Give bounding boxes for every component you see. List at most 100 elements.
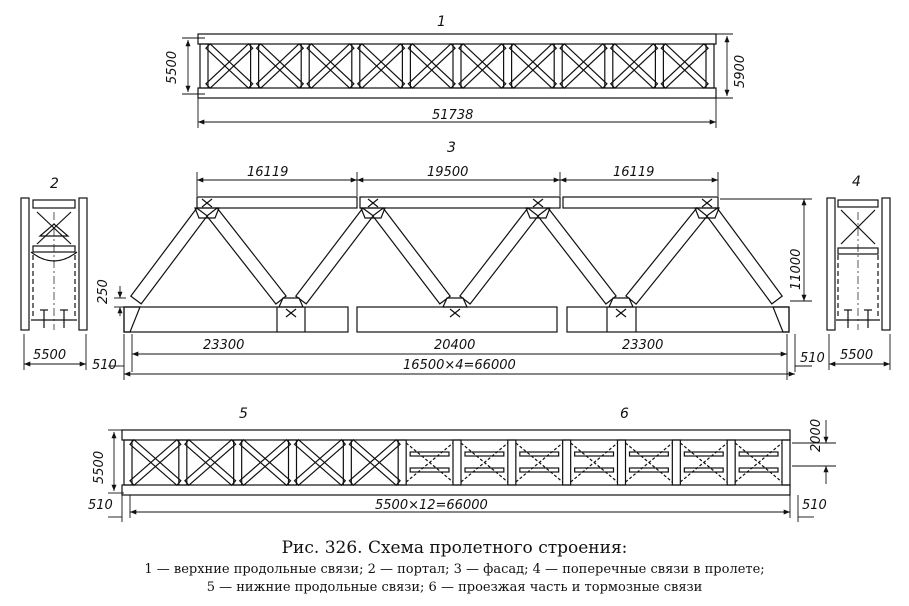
dim-facade-top-right: 16119 (613, 165, 654, 180)
dim-portal-width: 5500 (33, 348, 66, 363)
bottom-diagonal (184, 438, 237, 487)
facade-lower-gusset (278, 297, 304, 308)
bottom-diagonal (184, 438, 237, 487)
dim-bottom-end-right: 510 (802, 498, 827, 513)
top-strut (250, 43, 260, 89)
dim-top-height-right: 5900 (733, 55, 748, 88)
top-diagonal (407, 42, 456, 90)
top-chord-lower (197, 87, 717, 99)
facade-upper-chord (196, 196, 358, 209)
bottom-longitudinal-bracing (121, 429, 791, 496)
bottom-strut (233, 439, 243, 486)
gusset-mark (367, 198, 379, 208)
deck-stringer (464, 467, 505, 473)
top-strut (654, 43, 665, 89)
top-diagonal (508, 42, 558, 90)
bottom-strut (726, 439, 736, 486)
bottom-strut (452, 439, 462, 486)
top-diagonal (660, 42, 709, 90)
cross-top-beam (837, 199, 879, 208)
portal-dimensions (23, 334, 87, 370)
dim-facade-bottom-mid: 20400 (434, 338, 475, 353)
bottom-diagonal (238, 438, 292, 487)
figure-caption-title: Рис. 326. Схема пролетного строения: (281, 538, 628, 558)
bottom-lateral-brace (679, 442, 728, 483)
label-4: 4 (852, 174, 861, 190)
bottom-lateral-brace (515, 442, 564, 483)
bottom-diagonal (348, 438, 401, 487)
cross-dimensions (828, 334, 891, 370)
deck-stringer (464, 451, 505, 457)
gusset-mark (285, 308, 297, 318)
bottom-strut (287, 439, 298, 486)
facade-dimensions (108, 172, 812, 380)
bottom-lateral-brace (570, 442, 618, 483)
dim-facade-end-left: 510 (92, 358, 117, 373)
top-diagonal (609, 42, 659, 90)
top-strut (503, 43, 513, 89)
facade-lower-gusset (442, 297, 468, 308)
top-diagonal (306, 42, 355, 90)
top-diagonal (458, 42, 507, 90)
top-diagonal (559, 42, 608, 90)
facade-diagonal (129, 207, 209, 305)
facade-diagonal (294, 207, 375, 305)
top-strut (351, 43, 361, 89)
portal-post (20, 197, 30, 331)
deck-stringer (628, 467, 669, 473)
dim-top-height-left: 5500 (165, 51, 180, 84)
bottom-lateral-brace (625, 442, 673, 483)
label-6: 6 (620, 406, 629, 422)
dim-facade-total: 16500×4=66000 (403, 358, 516, 373)
facade-lower-gusset (608, 297, 634, 308)
cross-post (826, 197, 836, 331)
top-diagonal (609, 42, 659, 90)
top-diagonal (255, 42, 305, 90)
bottom-lateral-brace (460, 442, 509, 483)
bottom-diagonal (129, 438, 182, 487)
top-strut (553, 43, 563, 89)
facade-diagonal (459, 207, 539, 305)
top-strut (401, 43, 411, 89)
bottom-strut (123, 439, 133, 486)
top-strut (705, 43, 715, 89)
dim-facade-bottom-left: 23300 (203, 338, 244, 353)
facade-diagonal (371, 207, 452, 305)
bottom-strut (178, 439, 188, 486)
transverse-bracing (826, 197, 891, 331)
label-1: 1 (437, 14, 446, 30)
facade-diagonal (705, 207, 784, 305)
dim-bottom-right-height: 2000 (809, 419, 824, 452)
top-longitudinal-bracing (197, 33, 717, 99)
gusset-mark (449, 308, 461, 318)
facade-upper-chord (562, 196, 719, 209)
cross-post (881, 197, 891, 331)
top-strut (300, 43, 310, 89)
facade-diagonal (537, 207, 617, 305)
portal-frame (20, 197, 88, 331)
dim-facade-height: 11000 (789, 249, 804, 290)
label-5: 5 (239, 406, 248, 422)
bottom-diagonal (293, 438, 347, 487)
bottom-strut (397, 439, 407, 486)
facade-diagonal (625, 207, 708, 305)
bottom-diagonal (238, 438, 292, 487)
deck-stringer (409, 451, 450, 457)
deck-stringer (519, 467, 560, 473)
dim-facade-top-mid: 19500 (427, 165, 468, 180)
gusset-mark (532, 198, 544, 208)
deck-stringer (574, 467, 615, 473)
deck-stringer (574, 451, 615, 457)
facade-end-bearing (123, 306, 141, 333)
truss-facade (123, 196, 790, 333)
bottom-chord-lower (121, 484, 791, 496)
label-3: 3 (447, 140, 456, 156)
facade-upper-gusset (194, 207, 220, 219)
dim-facade-bottom-right: 23300 (622, 338, 663, 353)
bottom-dimensions (108, 420, 836, 522)
top-diagonal (660, 42, 709, 90)
top-strut (452, 43, 462, 89)
top-chord-upper (197, 33, 717, 45)
bottom-diagonal (293, 438, 347, 487)
